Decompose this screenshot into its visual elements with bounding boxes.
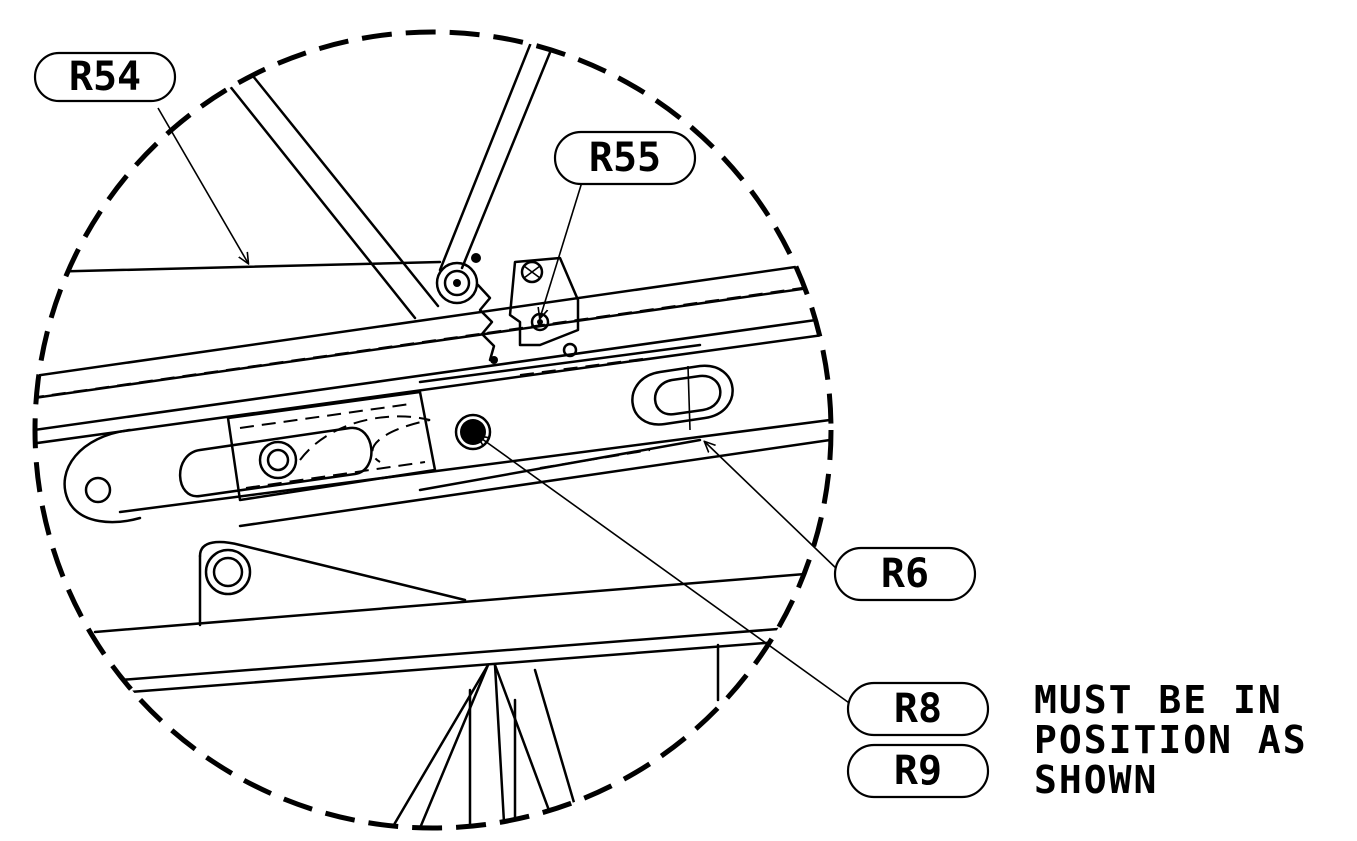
note-line-2: POSITION AS bbox=[1034, 718, 1308, 762]
balloon-r9-label: R9 bbox=[894, 748, 942, 794]
detail-geometry bbox=[35, 32, 831, 828]
balloon-r55: R55 bbox=[553, 130, 697, 186]
leader-lines bbox=[157, 107, 853, 706]
balloon-r8: R8 bbox=[846, 681, 990, 737]
note-line-1: MUST BE IN bbox=[1034, 678, 1283, 722]
note-line-3: SHOWN bbox=[1034, 758, 1159, 802]
position-note: MUST BE IN POSITION AS SHOWN bbox=[1034, 680, 1308, 800]
balloon-r6-label: R6 bbox=[881, 551, 929, 597]
balloon-r55-label: R55 bbox=[589, 135, 661, 181]
balloon-r9: R9 bbox=[846, 743, 990, 799]
balloon-r6: R6 bbox=[833, 546, 977, 602]
balloon-r54: R54 bbox=[33, 51, 177, 103]
detail-boundary bbox=[32, 29, 834, 831]
balloon-r54-label: R54 bbox=[69, 54, 141, 100]
balloon-r8-label: R8 bbox=[894, 686, 942, 732]
